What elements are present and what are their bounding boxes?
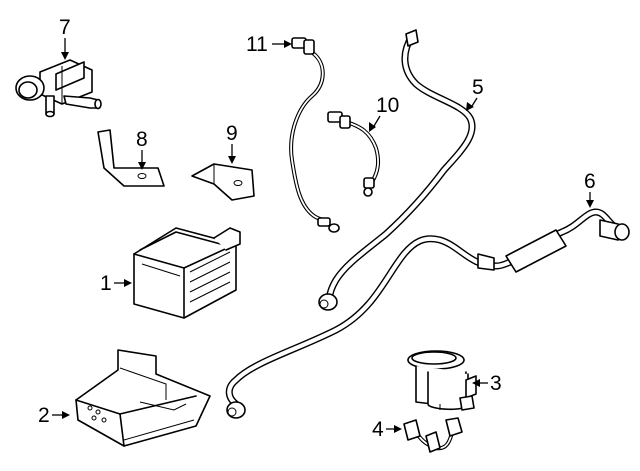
callout-3-number: 3 xyxy=(490,372,502,395)
callout-8: 8 xyxy=(136,128,148,170)
callout-2: 2 xyxy=(38,404,70,427)
part-2-tray xyxy=(75,349,211,447)
callout-8-number: 8 xyxy=(136,128,148,151)
callout-5-number: 5 xyxy=(472,76,484,99)
part-8-bracket xyxy=(97,129,165,187)
callout-6-number: 6 xyxy=(584,170,596,193)
callout-9-number: 9 xyxy=(226,122,238,145)
part-7-purge-valve xyxy=(15,59,102,118)
callout-6: 6 xyxy=(584,170,596,208)
part-5-vapor-hose xyxy=(318,29,476,311)
callout-4: 4 xyxy=(372,418,402,441)
callout-5: 5 xyxy=(466,76,484,111)
part-3-vent-valve xyxy=(407,350,477,411)
part-6-purge-hose xyxy=(225,208,630,419)
callout-3: 3 xyxy=(472,372,502,395)
callout-2-number: 2 xyxy=(38,404,50,427)
part-1-canister xyxy=(133,227,241,319)
callout-11: 11 xyxy=(246,33,292,56)
part-10-oxygen-sensor xyxy=(327,111,381,197)
part-9-bracket xyxy=(191,163,255,201)
part-11-oxygen-sensor xyxy=(289,37,340,233)
callout-1: 1 xyxy=(100,272,132,295)
callout-9: 9 xyxy=(226,122,238,164)
callout-1-number: 1 xyxy=(100,272,112,295)
callout-10: 10 xyxy=(369,94,399,132)
callout-11-number: 11 xyxy=(246,33,268,56)
callout-10-number: 10 xyxy=(376,94,399,117)
part-4-harness xyxy=(403,417,463,453)
callout-7-number: 7 xyxy=(59,16,71,39)
callout-4-number: 4 xyxy=(372,418,384,441)
callout-7: 7 xyxy=(59,16,71,60)
